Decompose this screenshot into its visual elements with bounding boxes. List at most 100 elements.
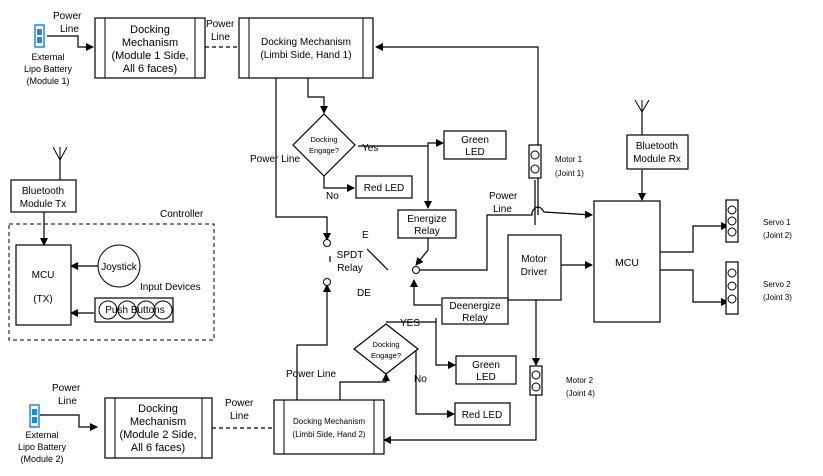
joystick-label: Joystick — [101, 262, 138, 273]
red-led-2: Red LED — [454, 402, 511, 426]
decision1-line1: Docking — [310, 135, 337, 144]
servo-2-connector: Servo 2 (Joint 3) — [725, 261, 792, 315]
dock-m1-line4: All 6 faces) — [123, 63, 177, 75]
green-led2-line1: Green — [472, 360, 500, 371]
deenergize-relay-line1: Deenergize — [449, 301, 501, 312]
deenergize-relay-line2: Relay — [462, 313, 488, 324]
dock-m2-line3: (Module 2 Side, — [119, 429, 196, 441]
dock-limbi-hand1: Docking Mechanism (Limbi Side, Hand 1) — [238, 17, 374, 79]
green-led-2: Green LED — [455, 355, 517, 385]
decision2-line1: Docking — [372, 340, 399, 349]
battery-icon — [34, 24, 45, 48]
green-led1-line2: LED — [465, 147, 484, 158]
servo2-line1: Servo 2 — [763, 280, 791, 289]
motor2-line2: (Joint 4) — [566, 389, 595, 398]
decision1-line2: Engage? — [309, 146, 339, 155]
no-2-label: No — [414, 374, 427, 385]
power-line-7-a: Power — [225, 398, 254, 409]
push-buttons-label: Push Buttons — [105, 305, 164, 316]
motor-1-connector: Motor 1 (Joint 1) — [528, 144, 584, 179]
bluetooth-tx: Bluetooth Module Tx — [10, 146, 77, 213]
bt-rx-line2: Module Rx — [633, 154, 681, 165]
relay-de-label: DE — [357, 288, 371, 299]
motor2-line1: Motor 2 — [566, 376, 594, 385]
battery2-line2: Lipo Battery — [18, 442, 67, 452]
dock-module1: Docking Mechanism (Module 1 Side, All 6 … — [94, 17, 206, 79]
battery-module-2: External Lipo Battery (Module 2) — [18, 404, 67, 464]
motor-driver-line1: Motor — [521, 254, 547, 265]
dock-limbi1-line1: Docking Mechanism — [261, 37, 351, 48]
dock-m1-line2: Mechanism — [122, 37, 178, 49]
green-led2-line2: LED — [476, 372, 495, 383]
dock-limbi2-line1: Docking Mechanism — [293, 417, 365, 426]
antenna-icon — [52, 146, 68, 162]
dock-limbi1-line2: (Limbi Side, Hand 1) — [260, 50, 351, 61]
relay-terminal-de — [323, 278, 331, 286]
green-led1-line1: Green — [461, 135, 489, 146]
controller-label: Controller — [160, 209, 204, 220]
bluetooth-rx: Bluetooth Module Rx — [626, 99, 689, 170]
power-line-6-a: Power — [52, 383, 81, 394]
dock-limbi2-line2: (Limbi Side, Hand 2) — [293, 430, 366, 439]
bt-rx-line1: Bluetooth — [636, 141, 678, 152]
relay-terminal-e — [323, 239, 331, 247]
power-line-4-b: Line — [493, 204, 512, 215]
power-line-2-a: Power — [206, 19, 235, 30]
power-line-1-b: Line — [60, 24, 79, 35]
dock-m1-line3: (Module 1 Side, — [111, 50, 188, 62]
spdt-relay-line2: Relay — [337, 263, 363, 274]
dock-m2-line4: All 6 faces) — [131, 442, 185, 454]
motor-driver-line2: Driver — [521, 267, 548, 278]
motor-2-connector: Motor 2 (Joint 4) — [529, 365, 595, 398]
mcu-tx-box — [15, 244, 72, 326]
dock-m2-line2: Mechanism — [130, 416, 186, 428]
power-line-6-b: Line — [58, 396, 77, 407]
battery2-line3: (Module 2) — [20, 454, 63, 464]
dock-m2-line1: Docking — [138, 403, 178, 415]
energize-relay: Energize Relay — [397, 209, 457, 239]
servo1-line1: Servo 1 — [763, 218, 791, 227]
servo1-line2: (Joint 2) — [763, 231, 792, 240]
power-line-4-a: Power — [489, 191, 518, 202]
decision-engage-2: Docking Engage? — [353, 323, 419, 375]
spdt-relay: SPDT Relay E DE — [323, 230, 420, 299]
motor1-line1: Motor 1 — [555, 155, 583, 164]
energize-relay-line2: Relay — [414, 226, 440, 237]
controller-group: Controller MCU (TX) Joystick Input Devic… — [8, 209, 215, 341]
motor-driver: Motor Driver — [507, 234, 562, 301]
dock-limbi-hand2: Docking Mechanism (Limbi Side, Hand 2) — [273, 399, 385, 455]
no-1-label: No — [326, 191, 339, 202]
battery2-line1: External — [25, 430, 58, 440]
connections — [40, 35, 729, 444]
motor1-line2: (Joint 1) — [555, 169, 584, 178]
deenergize-relay: Deenergize Relay — [441, 297, 509, 325]
spdt-relay-line1: SPDT — [337, 250, 364, 261]
decision-engage-1: Docking Engage? — [292, 113, 356, 177]
battery1-line3: (Module 1) — [26, 76, 69, 86]
dock-m1-line1: Docking — [130, 24, 170, 36]
mcu-tx-line1: MCU — [32, 270, 55, 281]
green-led-1: Green LED — [443, 130, 507, 160]
power-line-5: Power Line — [286, 369, 336, 380]
edge-labels: Power Line Power Line Power Line Power L… — [52, 11, 518, 422]
yes-2-label: YES — [400, 318, 420, 329]
battery1-line1: External — [31, 52, 64, 62]
battery-module-1: External Lipo Battery (Module 1) — [24, 24, 73, 86]
relay-e-label: E — [362, 230, 369, 241]
antenna-icon — [634, 99, 650, 113]
mcu-main-label: MCU — [615, 257, 639, 269]
power-line-2-b: Line — [211, 32, 230, 43]
servo-1-connector: Servo 1 (Joint 2) — [725, 199, 792, 243]
red-led2-label: Red LED — [462, 410, 503, 421]
battery1-line2: Lipo Battery — [24, 64, 73, 74]
relay-pivot — [412, 266, 420, 274]
bt-tx-line2: Module Tx — [20, 199, 67, 210]
joystick-circle — [97, 244, 141, 288]
yes-1-label: Yes — [362, 143, 378, 154]
mcu-main: MCU — [593, 200, 661, 323]
energize-relay-line1: Energize — [407, 214, 447, 225]
mcu-tx-line2: (TX) — [33, 294, 52, 305]
red-led1-label: Red LED — [364, 183, 405, 194]
input-devices-label: Input Devices — [140, 282, 201, 293]
